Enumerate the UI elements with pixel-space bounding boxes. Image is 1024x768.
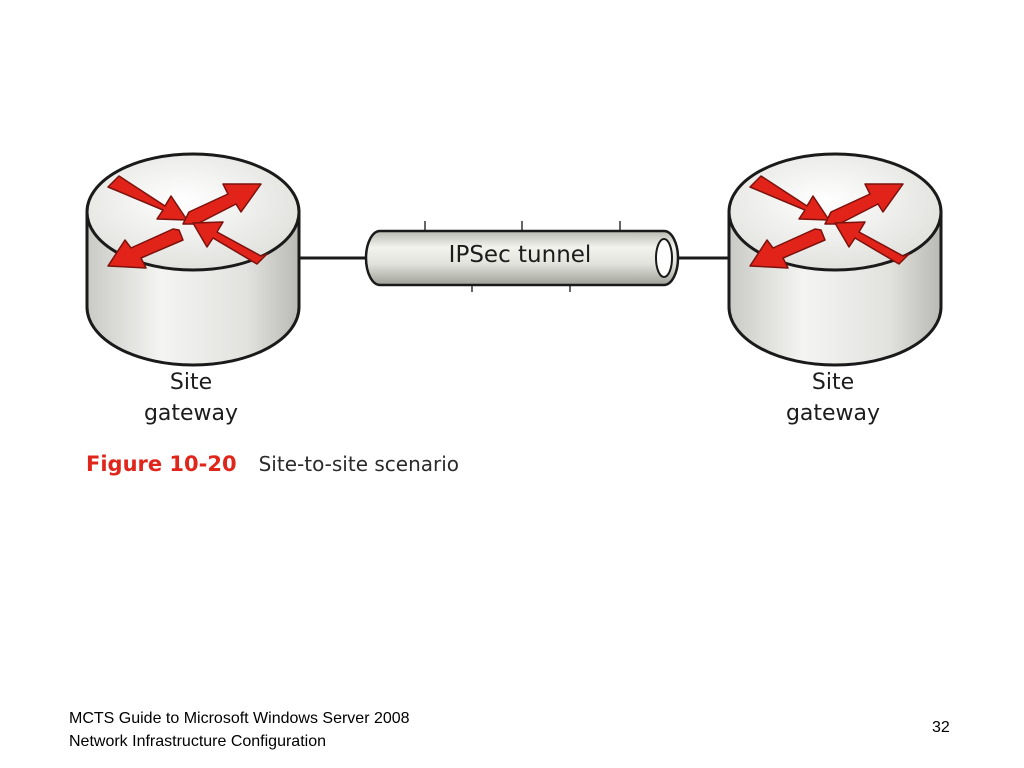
figure-title: Site-to-site scenario <box>258 452 460 476</box>
page-number: 32 <box>932 719 950 736</box>
figure-number: Figure 10-20 <box>86 452 237 476</box>
right-gateway-label-line2: gateway <box>785 401 881 426</box>
right-gateway-label-line1: Site <box>811 370 855 395</box>
tunnel-label: IPSec tunnel <box>448 242 592 268</box>
left-gateway-label-line2: gateway <box>143 401 239 426</box>
left-gateway-label-line1: Site <box>169 370 213 395</box>
right-gateway-label: Site gateway <box>752 367 914 429</box>
figure-caption: Figure 10-20 Site-to-site scenario <box>86 452 459 476</box>
footer-title: MCTS Guide to Microsoft Windows Server 2… <box>69 707 410 753</box>
footer-title-line2: Network Infrastructure Configuration <box>69 733 326 750</box>
left-gateway-label: Site gateway <box>110 367 272 429</box>
left-router-icon <box>85 152 301 367</box>
tunnel-pipe-icon <box>364 229 680 287</box>
right-router-icon <box>727 152 943 367</box>
footer-title-line1: MCTS Guide to Microsoft Windows Server 2… <box>69 710 410 727</box>
